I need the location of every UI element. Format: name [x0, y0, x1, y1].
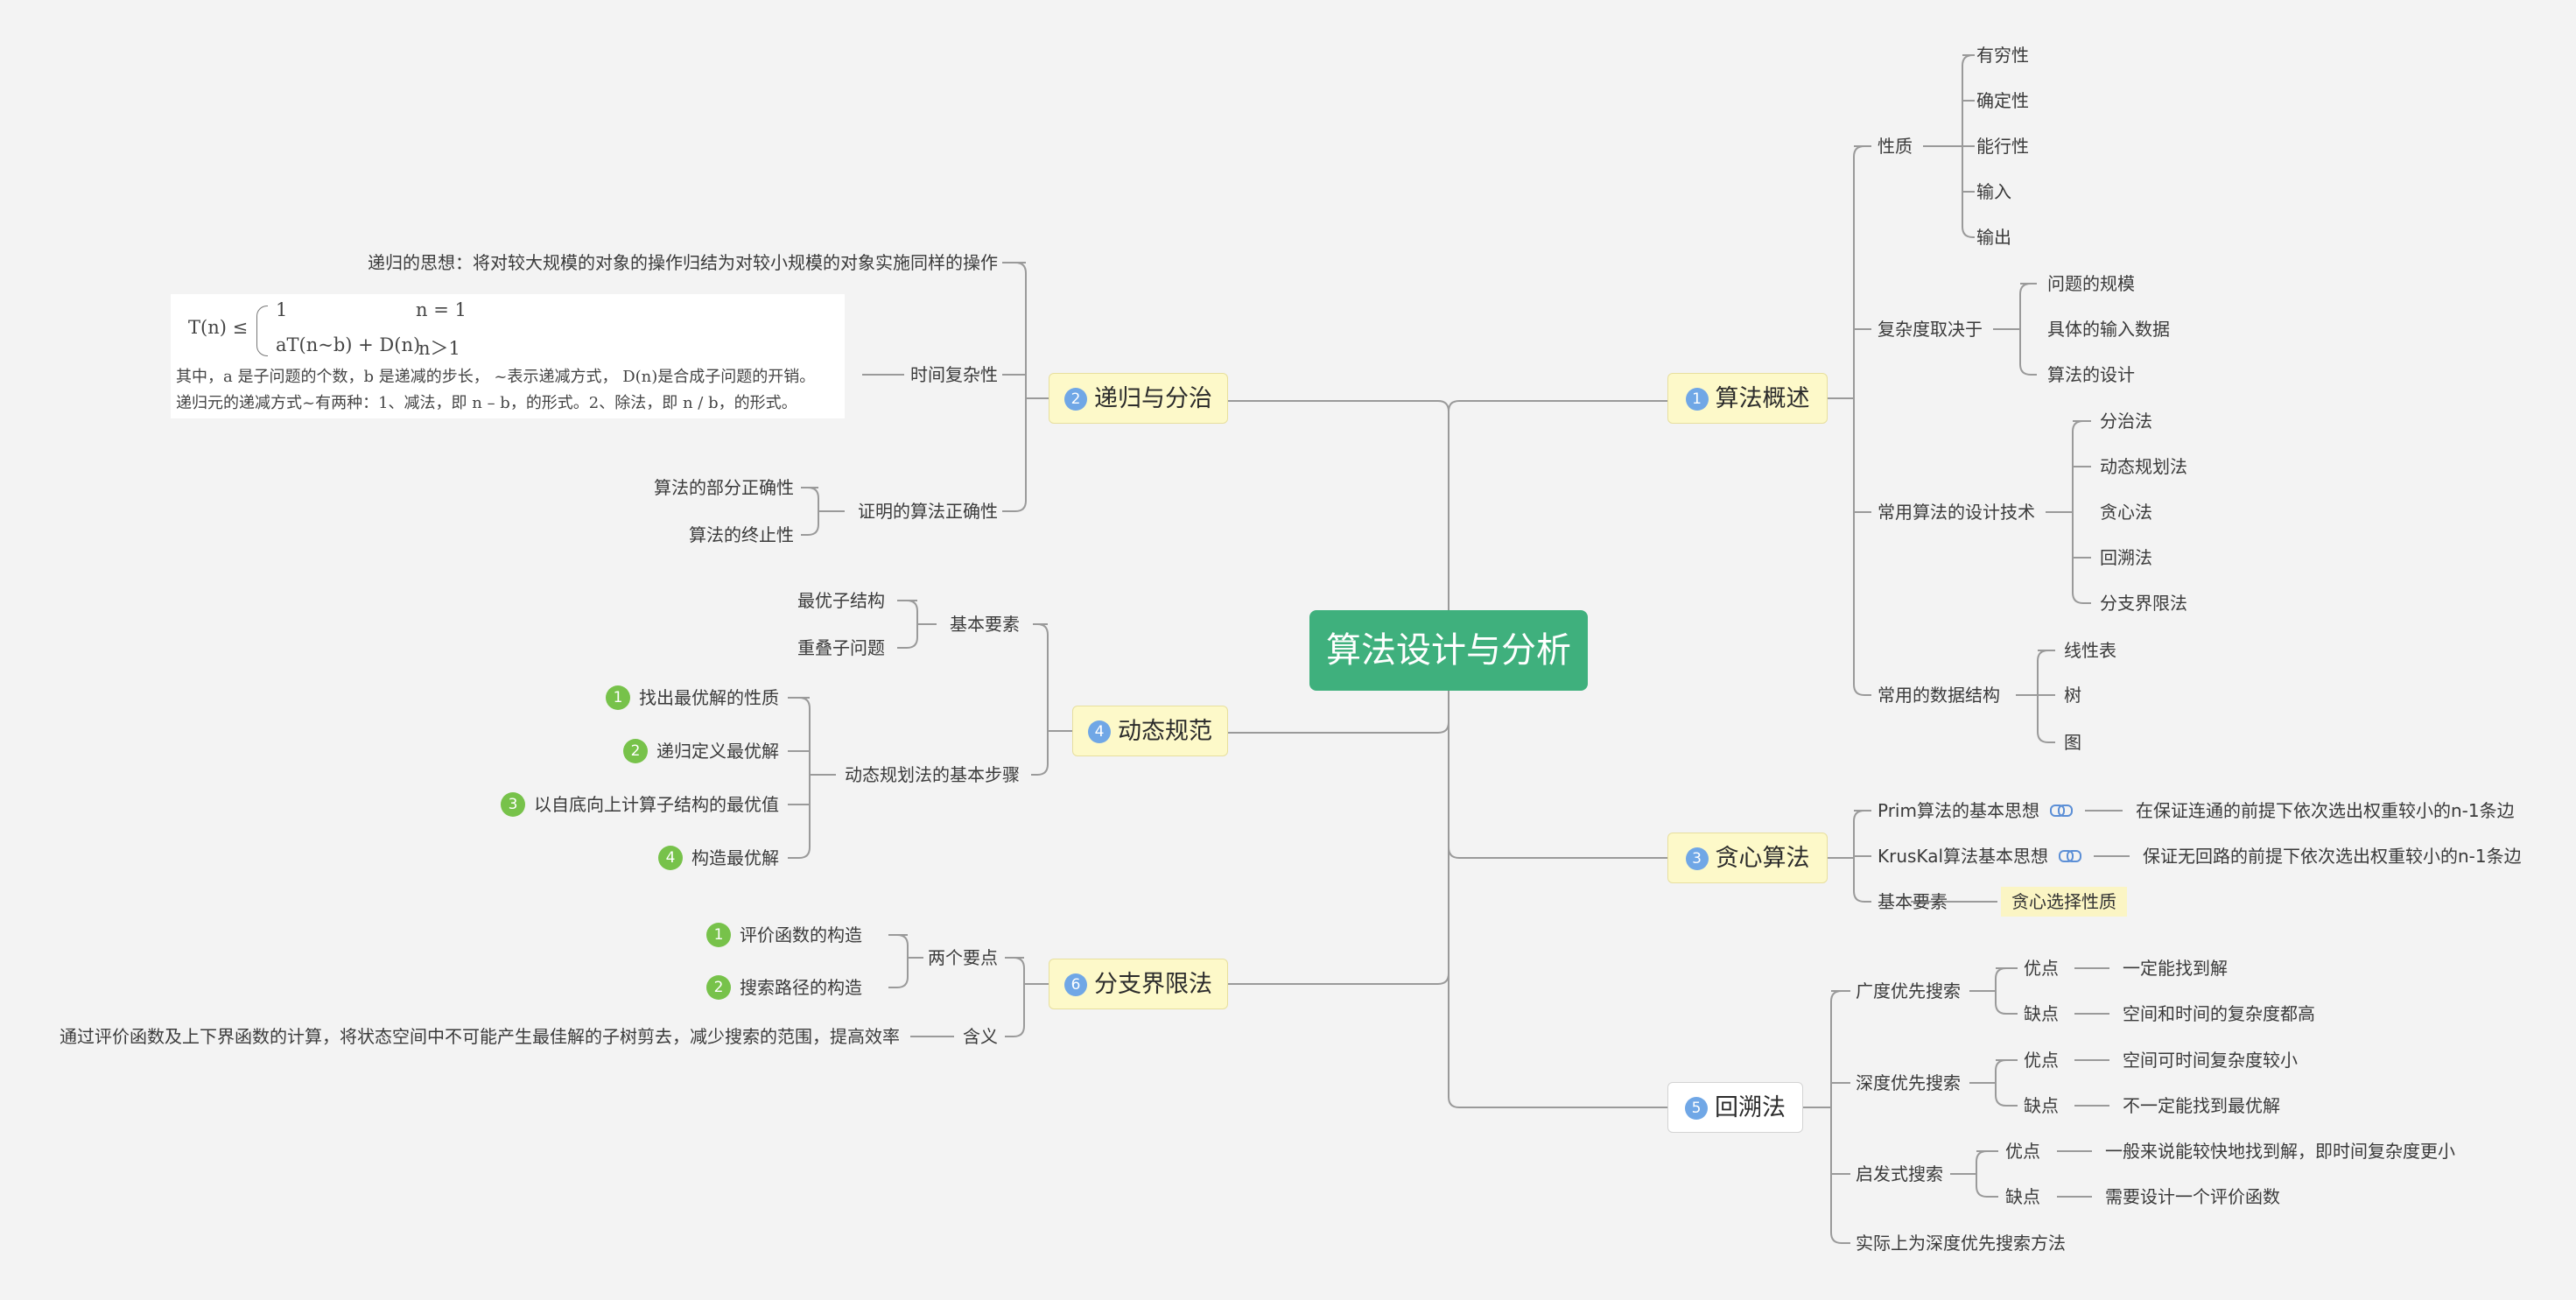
dp-steps[interactable]: 动态规划法的基本步骤 — [845, 764, 1020, 785]
complexity-item[interactable]: 问题的规模 — [2047, 273, 2135, 294]
complexity-item[interactable]: 算法的设计 — [2047, 364, 2135, 385]
topic-branch-bound[interactable]: 6 分支界限法 — [1049, 959, 1228, 1009]
technique-item[interactable]: 分支界限法 — [2100, 593, 2187, 614]
dfs-con-label[interactable]: 缺点 — [2024, 1095, 2059, 1116]
dp-step[interactable]: 找出最优解的性质 — [639, 687, 779, 708]
greedy-prim[interactable]: Prim算法的基本思想 — [1878, 799, 2073, 822]
dp-step[interactable]: 以自底向上计算子结构的最优值 — [534, 794, 779, 815]
dp-step[interactable]: 递归定义最优解 — [656, 741, 779, 762]
property-item[interactable]: 有穷性 — [1976, 45, 2029, 66]
structure-item[interactable]: 树 — [2064, 685, 2081, 706]
formula-note: 递归元的递减方式~有两种：1、减法，即 n – b，的形式。2、除法，即 n /… — [176, 394, 797, 412]
prim-detail[interactable]: 在保证连通的前提下依次选出权重较小的n-1条边 — [2136, 800, 2515, 821]
kruskal-label: KrusKal算法基本思想 — [1878, 846, 2049, 867]
time-complexity-formula[interactable]: T(n) ≤ 1 n = 1 aT(n~b) + D(n) n＞1 其中，a 是… — [171, 294, 845, 418]
heuristic-con[interactable]: 需要设计一个评价函数 — [2105, 1186, 2280, 1207]
prim-label: Prim算法的基本思想 — [1878, 800, 2039, 821]
formula-note: 其中，a 是子问题的个数，b 是递减的步长， ~表示递减方式， D(n)是合成子… — [176, 368, 816, 386]
formula-case1-value: 1 — [276, 299, 288, 320]
property-item[interactable]: 确定性 — [1976, 90, 2029, 111]
property-item[interactable]: 输入 — [1976, 181, 2011, 202]
step-number-badge: 3 — [501, 792, 525, 817]
topic-label: 分支界限法 — [1094, 971, 1212, 998]
backtrack-note[interactable]: 实际上为深度优先搜索方法 — [1856, 1233, 2066, 1254]
overview-techniques[interactable]: 常用算法的设计技术 — [1878, 502, 2035, 523]
number-badge: 3 — [1685, 847, 1709, 870]
topic-label: 算法概述 — [1715, 385, 1810, 412]
structure-item[interactable]: 线性表 — [2064, 640, 2116, 661]
bb-meaning[interactable]: 通过评价函数及上下界函数的计算，将状态空间中不可能产生最佳解的子树剪去，减少搜索… — [60, 1026, 900, 1047]
heuristic-pro[interactable]: 一般来说能较快地找到解，即时间复杂度更小 — [2105, 1141, 2455, 1162]
point-number-badge: 2 — [706, 975, 731, 1000]
formula-case1-cond: n = 1 — [416, 299, 467, 320]
dfs-pro[interactable]: 空间可时间复杂度较小 — [2123, 1050, 2298, 1071]
topic-label: 递归与分治 — [1094, 385, 1212, 412]
step-number-badge: 2 — [623, 739, 648, 763]
dp-elements[interactable]: 基本要素 — [950, 614, 1020, 635]
dp-element-item[interactable]: 重叠子问题 — [797, 637, 885, 658]
number-badge: 2 — [1064, 388, 1087, 411]
topic-label: 贪心算法 — [1715, 845, 1810, 872]
backtrack-heuristic[interactable]: 启发式搜索 — [1856, 1163, 1943, 1184]
property-item[interactable]: 输出 — [1976, 227, 2011, 248]
number-badge: 1 — [1685, 388, 1709, 411]
recursion-time-complexity[interactable]: 时间复杂性 — [910, 364, 998, 385]
complexity-item[interactable]: 具体的输入数据 — [2047, 319, 2170, 340]
kruskal-detail[interactable]: 保证无回路的前提下依次选出权重较小的n-1条边 — [2143, 846, 2522, 867]
greedy-choice-property[interactable]: 贪心选择性质 — [2001, 887, 2127, 917]
formula-case2-value: aT(n~b) + D(n) — [276, 334, 421, 355]
dp-step[interactable]: 构造最优解 — [691, 847, 779, 868]
topic-overview[interactable]: 1 算法概述 — [1667, 373, 1828, 424]
number-badge: 4 — [1088, 720, 1111, 743]
recursion-proof[interactable]: 证明的算法正确性 — [858, 501, 998, 522]
proof-item[interactable]: 算法的终止性 — [689, 524, 794, 545]
greedy-kruskal[interactable]: KrusKal算法基本思想 — [1878, 845, 2082, 868]
heuristic-con-label[interactable]: 缺点 — [2005, 1186, 2040, 1207]
bfs-pro-label[interactable]: 优点 — [2024, 958, 2059, 979]
topic-label: 回溯法 — [1715, 1094, 1786, 1121]
link-icon[interactable] — [2049, 805, 2073, 817]
property-item[interactable]: 能行性 — [1976, 136, 2029, 157]
dfs-pro-label[interactable]: 优点 — [2024, 1050, 2059, 1071]
topic-greedy[interactable]: 3 贪心算法 — [1667, 833, 1828, 883]
link-icon[interactable] — [2059, 850, 2082, 862]
bb-point[interactable]: 搜索路径的构造 — [740, 977, 862, 998]
central-topic[interactable]: 算法设计与分析 — [1309, 610, 1588, 691]
technique-item[interactable]: 回溯法 — [2100, 547, 2152, 568]
recursion-idea[interactable]: 递归的思想：将对较大规模的对象的操作归结为对较小规模的对象实施同样的操作 — [368, 252, 998, 273]
backtrack-bfs[interactable]: 广度优先搜索 — [1856, 980, 1961, 1001]
topic-recursion[interactable]: 2 递归与分治 — [1049, 373, 1228, 424]
dfs-con[interactable]: 不一定能找到最优解 — [2123, 1095, 2280, 1116]
heuristic-pro-label[interactable]: 优点 — [2005, 1141, 2040, 1162]
dp-element-item[interactable]: 最优子结构 — [797, 590, 885, 611]
step-number-badge: 4 — [658, 846, 683, 870]
backtrack-dfs[interactable]: 深度优先搜索 — [1856, 1072, 1961, 1093]
overview-complexity[interactable]: 复杂度取决于 — [1878, 319, 1983, 340]
formula-lhs: T(n) ≤ — [188, 317, 249, 338]
overview-properties[interactable]: 性质 — [1878, 136, 1913, 157]
topic-dynamic-programming[interactable]: 4 动态规范 — [1072, 706, 1228, 756]
bb-points[interactable]: 两个要点 — [928, 947, 998, 968]
overview-structures[interactable]: 常用的数据结构 — [1878, 685, 2000, 706]
topic-label: 动态规范 — [1118, 718, 1212, 745]
formula-case2-cond: n＞1 — [418, 338, 460, 359]
bb-meaning-label[interactable]: 含义 — [963, 1026, 998, 1047]
bfs-pro[interactable]: 一定能找到解 — [2123, 958, 2228, 979]
number-badge: 6 — [1064, 973, 1087, 996]
technique-item[interactable]: 动态规划法 — [2100, 456, 2187, 477]
point-number-badge: 1 — [706, 923, 731, 947]
structure-item[interactable]: 图 — [2064, 732, 2081, 753]
bfs-con[interactable]: 空间和时间的复杂度都高 — [2123, 1003, 2315, 1024]
bb-point[interactable]: 评价函数的构造 — [740, 924, 862, 945]
greedy-elements[interactable]: 基本要素 — [1878, 891, 1948, 912]
topic-backtracking[interactable]: 5 回溯法 — [1667, 1082, 1803, 1133]
proof-item[interactable]: 算法的部分正确性 — [654, 477, 794, 498]
number-badge: 5 — [1685, 1097, 1708, 1120]
bfs-con-label[interactable]: 缺点 — [2024, 1003, 2059, 1024]
step-number-badge: 1 — [606, 685, 630, 710]
technique-item[interactable]: 贪心法 — [2100, 502, 2152, 523]
technique-item[interactable]: 分治法 — [2100, 411, 2152, 432]
formula-brace — [256, 306, 268, 356]
